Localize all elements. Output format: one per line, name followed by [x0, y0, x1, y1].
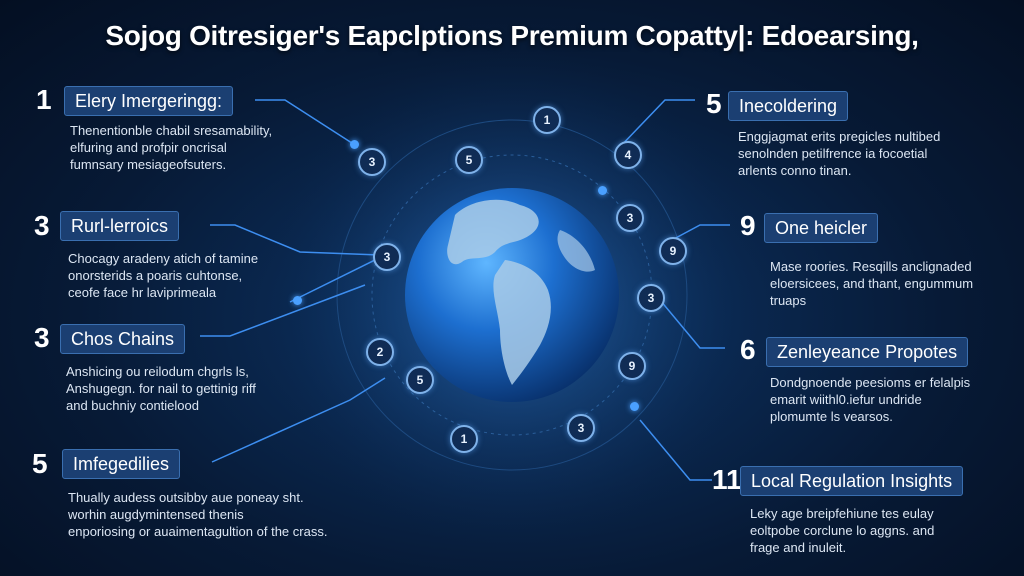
ring-bubble: 9: [618, 352, 646, 380]
globe-icon: [405, 188, 619, 402]
item-label-4: Imfegedilies: [62, 449, 181, 479]
item-label-5: Inecoldering: [728, 91, 849, 121]
item-desc-4: Thually audess outsibby aue poneay sht.w…: [68, 490, 328, 539]
item-label-1: Elery Imergeringg:: [64, 86, 234, 116]
item-number: 9: [740, 210, 756, 241]
item-desc-3: Anshicing ou reilodum chgrls ls,Anshugeg…: [66, 364, 256, 413]
ring-bubble: 3: [567, 414, 595, 442]
item-number: 5: [706, 88, 722, 119]
item-label-2: Rurl-lerroics: [60, 211, 180, 241]
connector-lines: [200, 99, 730, 481]
glow-dot: [598, 186, 607, 195]
ring-bubble: 1: [450, 425, 478, 453]
glow-dot: [293, 296, 302, 305]
glow-dot: [350, 140, 359, 149]
item-number: 3: [34, 322, 50, 353]
item-label-6: Zenleyeance Propotes: [766, 337, 969, 367]
item-number: 11: [712, 464, 742, 495]
ring-bubble: 4: [614, 141, 642, 169]
ring-bubble: 5: [406, 366, 434, 394]
item-desc-1: Thenentionble chabil sresamability,elfur…: [70, 123, 273, 172]
ring-bubble: 3: [616, 204, 644, 232]
item-label-3: Chos Chains: [60, 324, 186, 354]
item-number: 3: [34, 210, 50, 241]
item-number: 1: [36, 84, 52, 115]
item-label-11: Local Regulation Insights: [740, 466, 964, 496]
ring-bubble: 3: [373, 243, 401, 271]
ring-bubble: 9: [659, 237, 687, 265]
ring-bubble: 1: [533, 106, 561, 134]
ring-bubble: 3: [637, 284, 665, 312]
item-label-9: One heicler: [764, 213, 879, 243]
page-title: Sojog Oitresiger's Eapclptions Premium C…: [105, 20, 919, 51]
item-number: 6: [740, 334, 756, 365]
ring-bubble: 5: [455, 146, 483, 174]
glow-dot: [630, 402, 639, 411]
ring-bubble: 3: [358, 148, 386, 176]
item-number: 5: [32, 448, 48, 479]
ring-bubble: 2: [366, 338, 394, 366]
